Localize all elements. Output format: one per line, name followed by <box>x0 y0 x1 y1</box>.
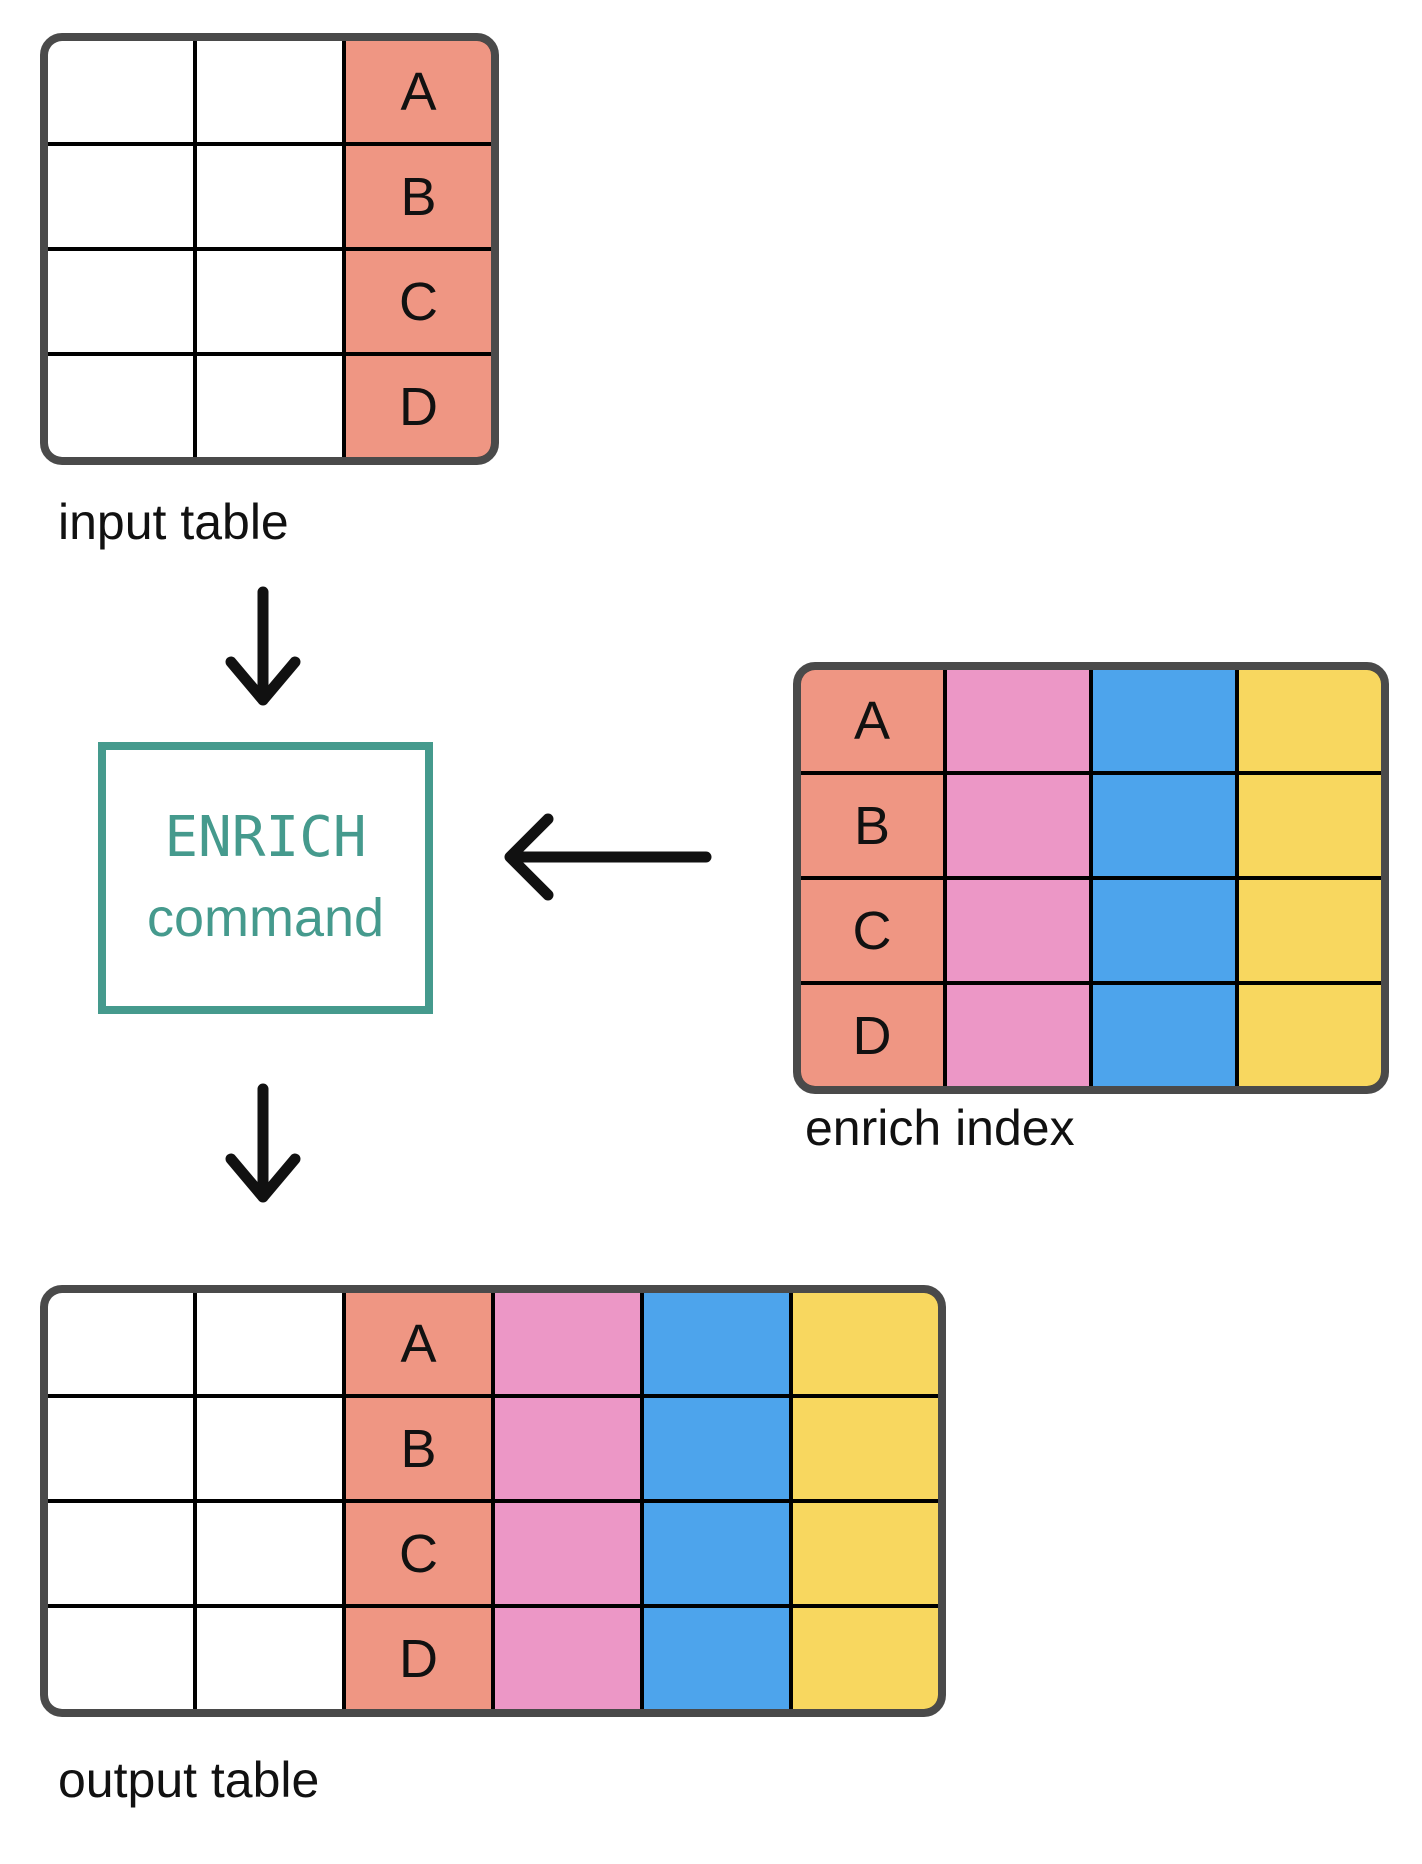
enrich-index-field-cell <box>1239 985 1381 1086</box>
output-table-key-cell: D <box>346 1608 491 1709</box>
input-table-key-cell: B <box>346 146 491 247</box>
input-table-key-cell: A <box>346 41 491 142</box>
enrich-command-box: ENRICH command <box>98 742 433 1014</box>
enrich-index-key-cell: D <box>801 985 943 1086</box>
enrich-index-field-cell <box>1239 670 1381 771</box>
output-table-cell <box>197 1608 342 1709</box>
output-table-field-cell <box>793 1398 938 1499</box>
enrich-index-table: A B C D <box>793 662 1389 1094</box>
arrow-left-index-to-command-icon <box>504 813 712 901</box>
enrich-index-field-cell <box>1093 985 1235 1086</box>
enrich-command-title: ENRICH <box>164 805 367 870</box>
output-table-cell <box>197 1398 342 1499</box>
output-table-field-cell <box>793 1608 938 1709</box>
output-table-key-cell: A <box>346 1293 491 1394</box>
enrich-index-field-cell <box>1093 775 1235 876</box>
output-table-field-cell <box>644 1608 789 1709</box>
enrich-index-field-cell <box>1093 880 1235 981</box>
input-table-key-cell: C <box>346 251 491 352</box>
input-table-key-cell: D <box>346 356 491 457</box>
enrich-index-field-cell <box>947 985 1089 1086</box>
input-table-cell <box>197 251 342 352</box>
output-table-field-cell <box>793 1293 938 1394</box>
output-table-cell <box>197 1293 342 1394</box>
output-table-field-cell <box>644 1503 789 1604</box>
output-table: A B C D <box>40 1285 946 1717</box>
enrich-index-key-cell: A <box>801 670 943 771</box>
output-table-field-cell <box>644 1293 789 1394</box>
enrich-command-subtitle: command <box>146 888 385 948</box>
enrich-index-field-cell <box>1093 670 1235 771</box>
output-table-key-cell: C <box>346 1503 491 1604</box>
input-table-cell <box>48 251 193 352</box>
input-table-cell <box>197 356 342 457</box>
enrich-index-field-cell <box>947 775 1089 876</box>
arrow-down-command-to-output-icon <box>225 1083 301 1203</box>
enrich-index-key-cell: C <box>801 880 943 981</box>
input-table-cell <box>197 41 342 142</box>
enrich-index-label: enrich index <box>805 1100 1075 1156</box>
enrich-index-field-cell <box>1239 775 1381 876</box>
output-table-field-cell <box>793 1503 938 1604</box>
output-table-cell <box>48 1608 193 1709</box>
output-table-field-cell <box>495 1608 640 1709</box>
output-table-label: output table <box>58 1752 320 1808</box>
enrich-index-field-cell <box>947 670 1089 771</box>
input-table-cell <box>48 146 193 247</box>
output-table-field-cell <box>495 1503 640 1604</box>
output-table-cell <box>48 1503 193 1604</box>
input-table: A B C D <box>40 33 499 465</box>
input-table-cell <box>48 41 193 142</box>
enrich-index-key-cell: B <box>801 775 943 876</box>
input-table-cell <box>197 146 342 247</box>
output-table-key-cell: B <box>346 1398 491 1499</box>
output-table-cell <box>197 1503 342 1604</box>
input-table-cell <box>48 356 193 457</box>
enrich-index-field-cell <box>1239 880 1381 981</box>
input-table-label: input table <box>58 494 289 550</box>
enrich-index-field-cell <box>947 880 1089 981</box>
output-table-field-cell <box>495 1293 640 1394</box>
output-table-field-cell <box>644 1398 789 1499</box>
arrow-down-input-to-command-icon <box>225 586 301 706</box>
output-table-cell <box>48 1293 193 1394</box>
output-table-field-cell <box>495 1398 640 1499</box>
output-table-cell <box>48 1398 193 1499</box>
